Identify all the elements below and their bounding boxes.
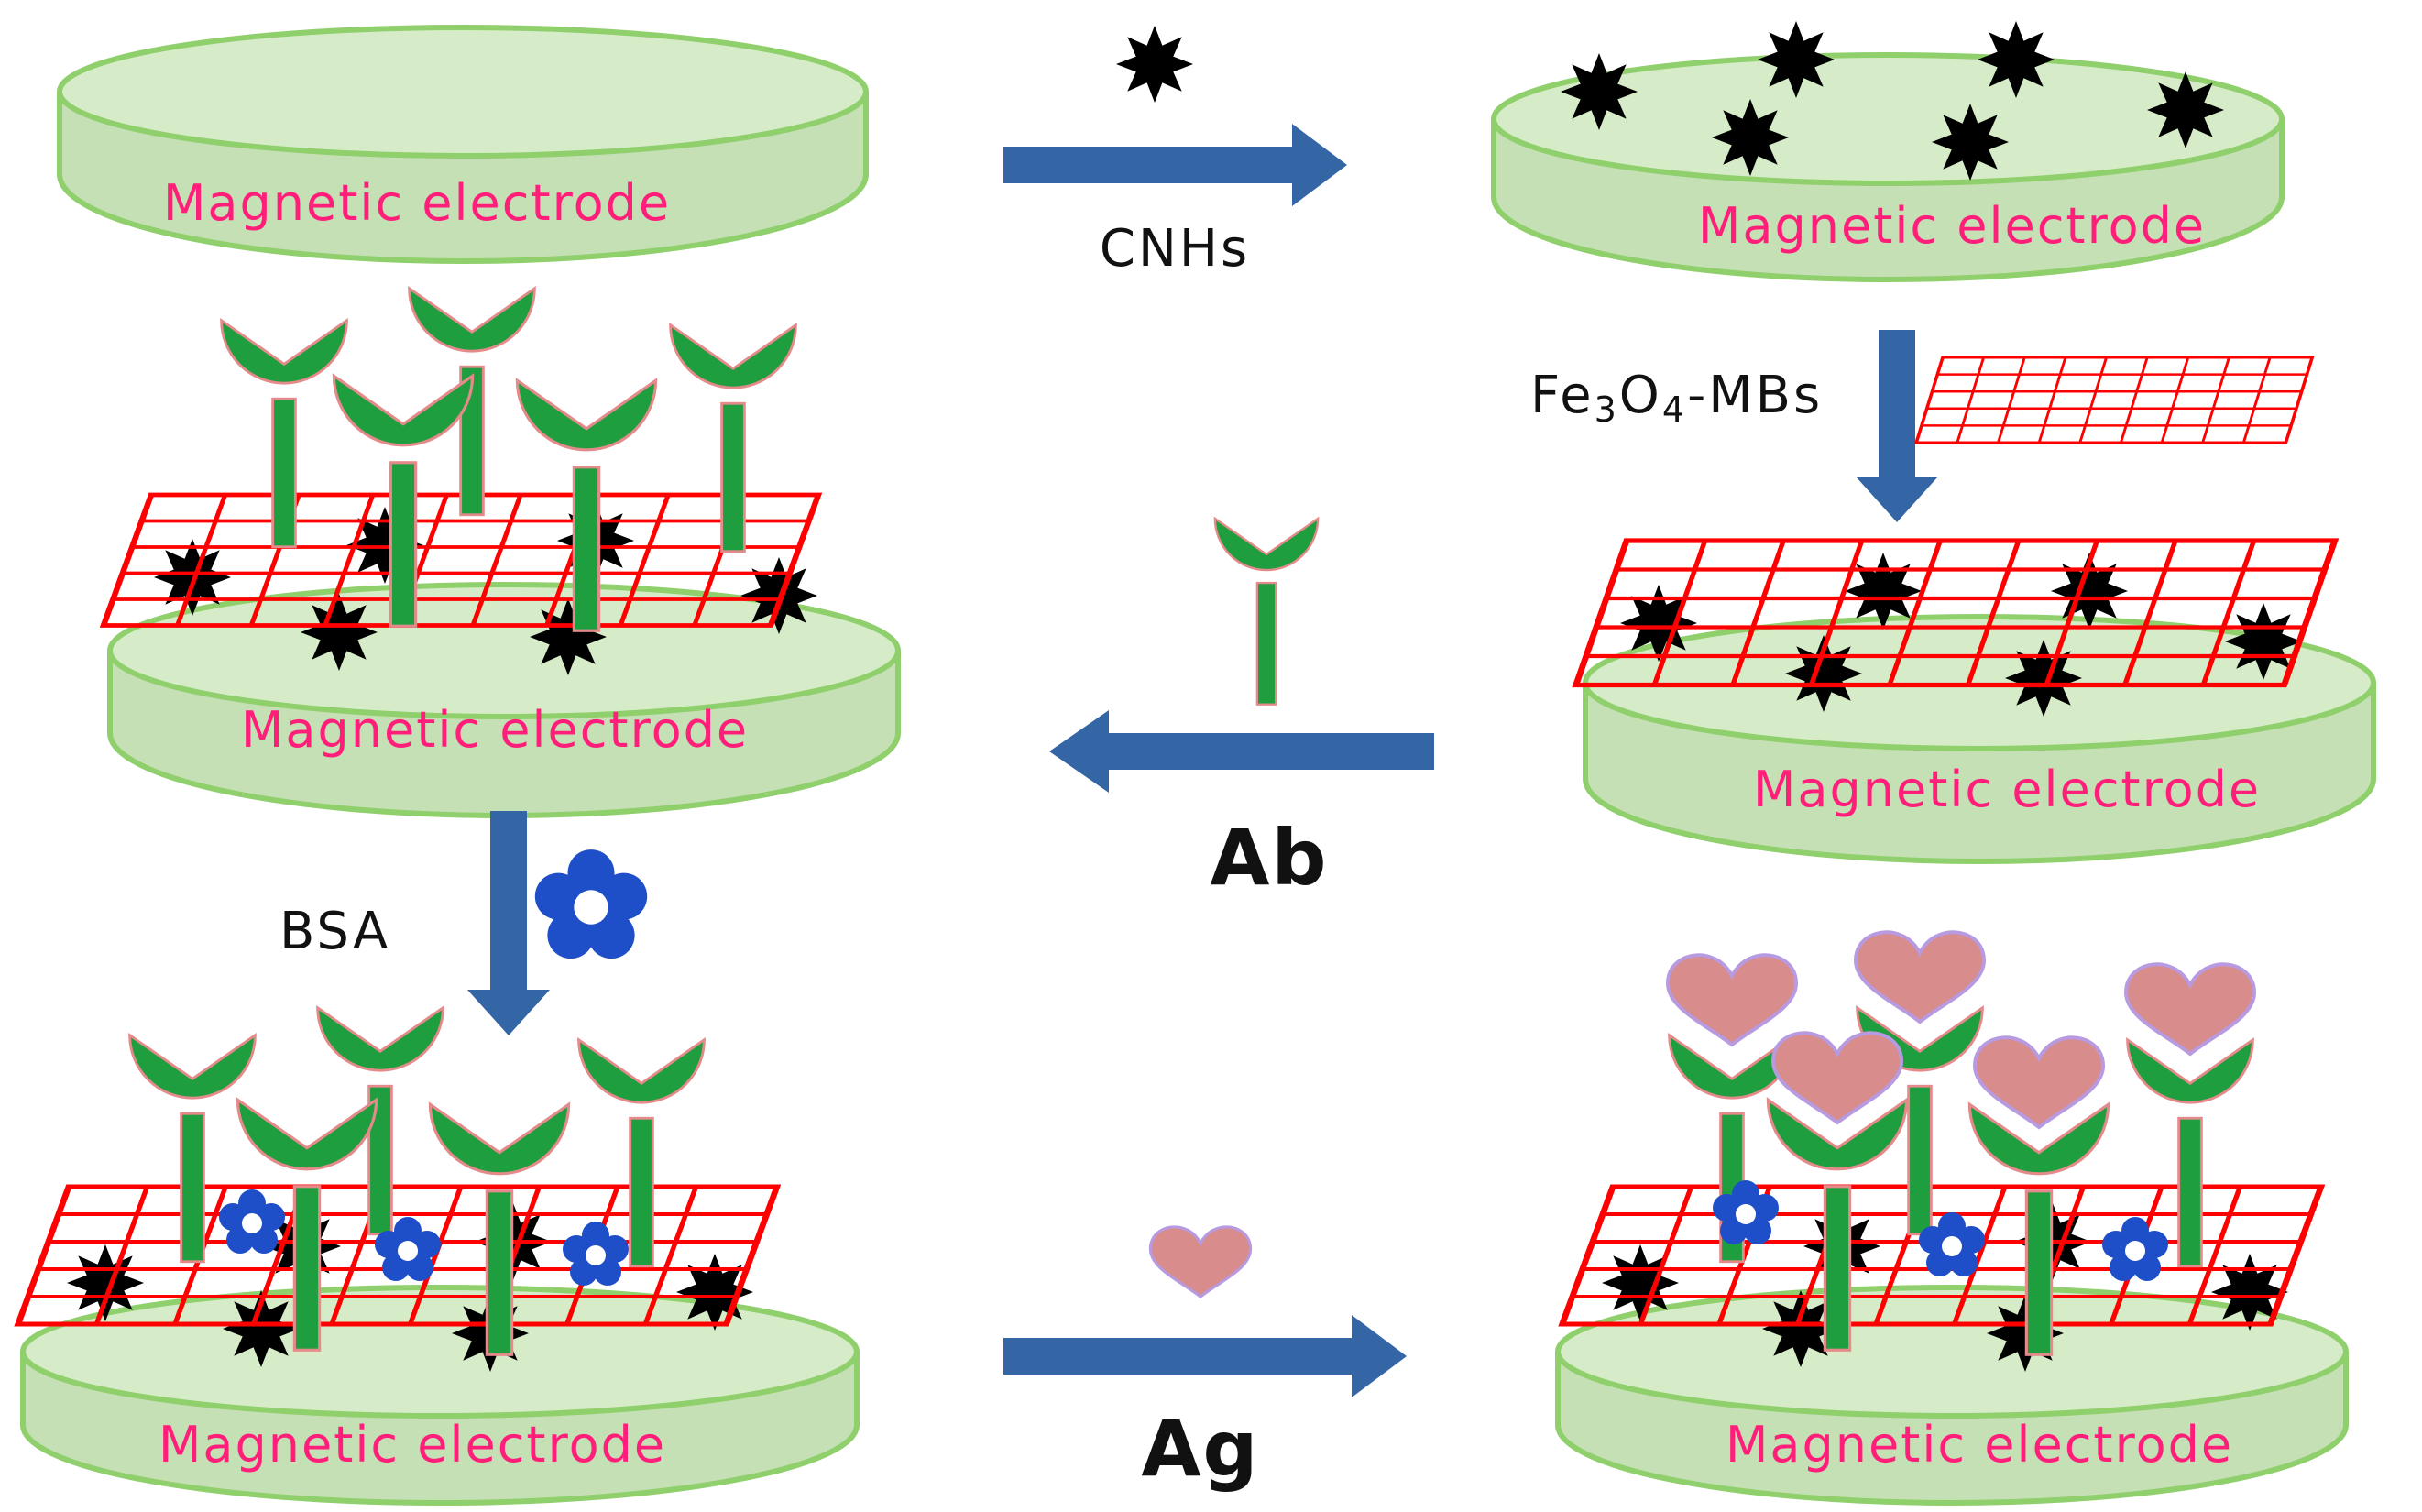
electrode-label: Magnetic electrode xyxy=(163,174,671,232)
electrode-antibody-bsa: Magnetic electrode xyxy=(18,1006,860,1506)
electrode-antibody: Magnetic electrode xyxy=(104,287,901,818)
reagent-label-ab: Ab xyxy=(1210,813,1328,903)
fe3o4-mesh-icon xyxy=(1914,356,2314,444)
step-arrow-bsa: BSA xyxy=(279,811,648,1035)
step-arrow-fe3o4: Fe3O4-MBs xyxy=(1530,330,2314,522)
electrode-antigen-bound: Magnetic electrode xyxy=(1555,930,2349,1506)
electrode-label: Magnetic electrode xyxy=(159,1416,666,1474)
electrode-cnhs-mbs: Magnetic electrode xyxy=(1576,541,2376,864)
step-arrow-cnhs: CNHs xyxy=(1003,26,1347,279)
electrode-label: Magnetic electrode xyxy=(241,701,749,759)
reagent-label-ag: Ag xyxy=(1141,1404,1259,1494)
electrode-bare: Magnetic electrode xyxy=(57,25,869,264)
antibody-icon xyxy=(1213,517,1320,706)
reagent-label-bsa: BSA xyxy=(279,902,390,961)
electrode-cnhs: Magnetic electrode xyxy=(1491,21,2285,282)
bsa-layer xyxy=(1713,1180,2168,1281)
electrode-label: Magnetic electrode xyxy=(1753,761,2261,818)
bsa-layer xyxy=(219,1189,629,1286)
bsa-flower-icon xyxy=(534,849,648,959)
step-arrow-ab: Ab xyxy=(1049,517,1434,903)
step-arrow-ag: Ag xyxy=(1003,1225,1407,1494)
antigen-heart-icon xyxy=(1148,1225,1253,1298)
cnh-star-icon xyxy=(1116,26,1193,103)
electrode-label: Magnetic electrode xyxy=(1698,197,2206,255)
reagent-label-cnhs: CNHs xyxy=(1100,219,1250,279)
reagent-label-fe3o4: Fe3O4-MBs xyxy=(1530,366,1823,430)
electrode-label: Magnetic electrode xyxy=(1726,1416,2233,1474)
